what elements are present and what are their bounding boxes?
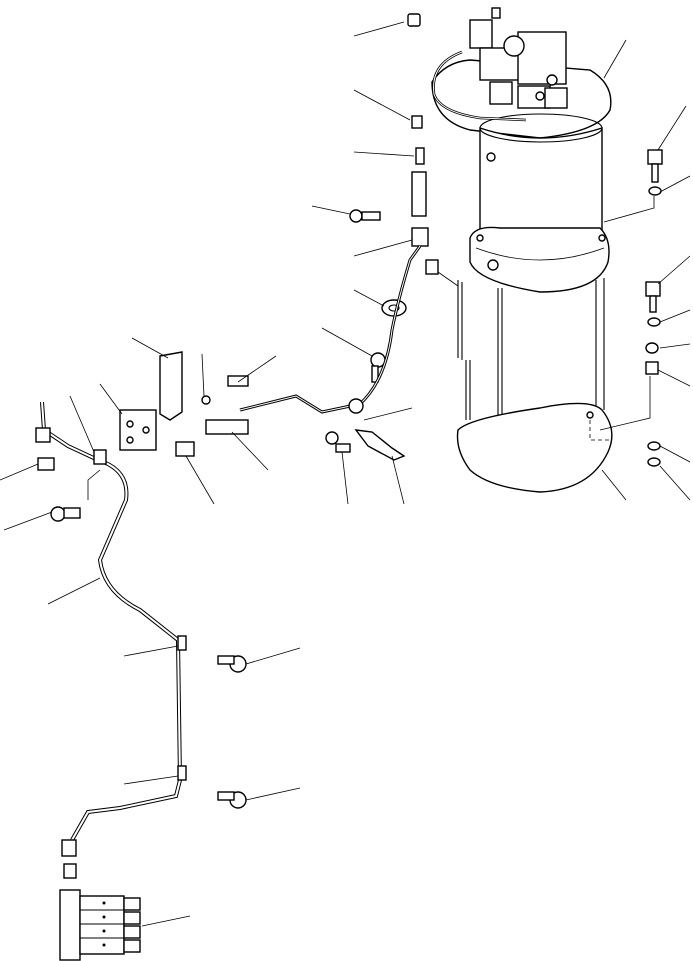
washer	[648, 186, 662, 196]
pipe-nut	[35, 427, 51, 443]
clamp	[411, 227, 429, 247]
tank-upper-rim	[479, 113, 603, 143]
cap	[407, 13, 421, 27]
valve-body	[469, 19, 493, 49]
washer	[647, 317, 661, 327]
bolt-head	[325, 431, 339, 445]
mounting-bracket	[159, 351, 183, 421]
pipe-clamp	[177, 765, 187, 781]
bolt-head	[50, 506, 66, 522]
bolt-head	[645, 281, 661, 297]
manifold-body	[59, 889, 81, 961]
threaded-adapter	[205, 419, 249, 435]
hose-fitting	[411, 171, 427, 217]
grommet	[381, 299, 407, 317]
tank-port	[486, 152, 496, 162]
bolt-shank	[361, 211, 381, 221]
tank-assembly	[431, 7, 613, 493]
elbow	[175, 441, 195, 457]
nut	[645, 342, 659, 354]
flange-bolt	[487, 259, 499, 271]
leader-lines	[0, 21, 691, 927]
distribution-block	[119, 351, 249, 451]
right-hardware	[645, 149, 663, 467]
pipe-nut	[61, 839, 77, 857]
elbow-fitting	[37, 457, 55, 471]
flange-bolt	[598, 234, 606, 242]
clamp-bracket	[354, 429, 406, 461]
adapter	[63, 863, 77, 879]
clip	[348, 398, 364, 414]
pipe-clamp	[177, 635, 187, 651]
adapter	[415, 147, 425, 165]
washer	[647, 457, 661, 467]
elbow-fitting	[411, 115, 423, 129]
tank-support-legs	[457, 278, 605, 420]
bolt-head	[647, 149, 663, 165]
spacer	[645, 361, 659, 375]
lower-middle-fittings	[175, 398, 406, 461]
bracket	[425, 259, 439, 275]
top-valve-block	[469, 7, 568, 109]
tank-base-plate	[456, 402, 613, 493]
flange-bolt	[476, 234, 484, 242]
washer	[647, 441, 661, 451]
junction-block	[119, 409, 157, 451]
bolt	[227, 375, 249, 387]
pressure-gauge	[503, 35, 525, 57]
flange-edge	[475, 247, 605, 261]
lower-manifold	[59, 889, 141, 961]
bolt-head	[349, 209, 363, 223]
main-pipe	[40, 401, 183, 841]
pipe-clamp	[93, 449, 107, 465]
supply-tube	[239, 245, 422, 414]
